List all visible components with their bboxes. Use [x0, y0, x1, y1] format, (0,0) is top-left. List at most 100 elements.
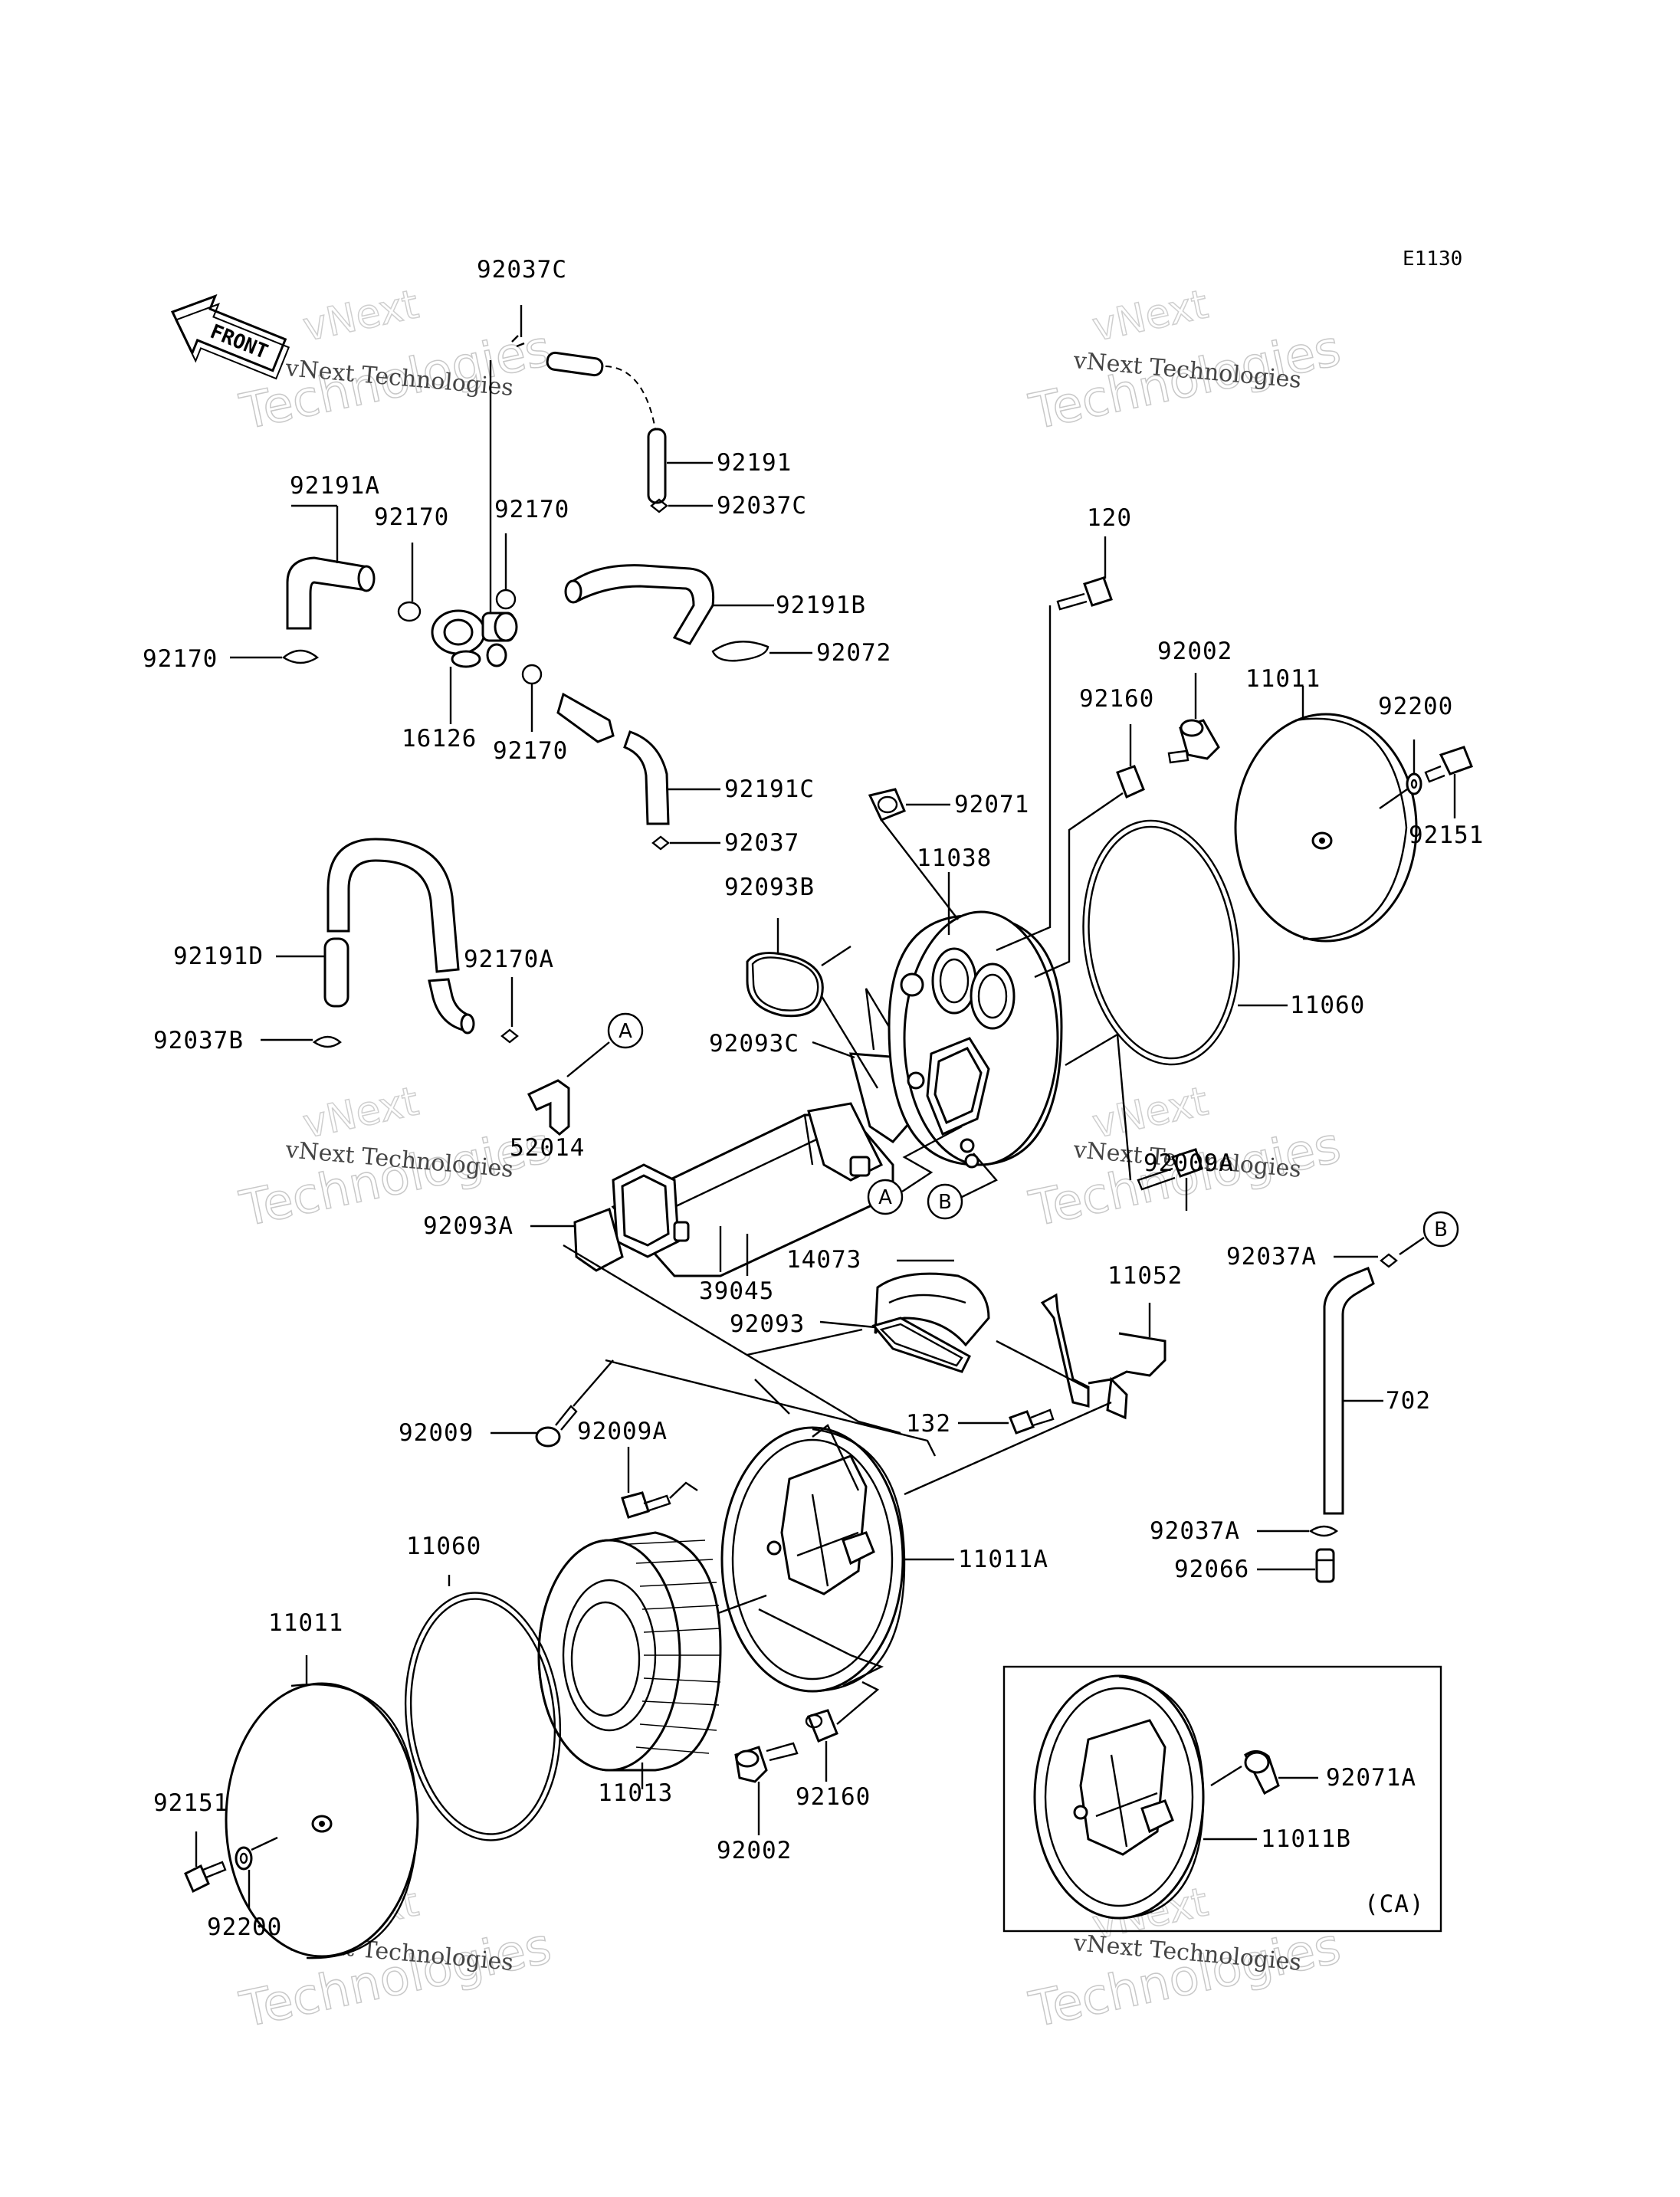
label-92170-b: 92170 [493, 737, 568, 765]
bolt-92009 [491, 1359, 614, 1448]
collar-92160-top [1034, 724, 1145, 979]
clamp-92170-r-icon [495, 589, 517, 610]
clamp-92037-icon [651, 835, 670, 851]
label-92191C: 92191C [724, 776, 815, 803]
label-92037B: 92037B [153, 1027, 244, 1054]
clamp-92170-ll-icon [281, 649, 320, 664]
clamp-92170-l-icon [397, 601, 422, 622]
hose-92191b [564, 564, 774, 645]
ref-marker-b-lower: B [927, 1138, 998, 1220]
svg-text:vNext: vNext [299, 281, 422, 350]
washer-92200-top [1379, 739, 1422, 809]
label-92160-top: 92160 [1079, 685, 1154, 713]
label-92037A-top: 92037A [1226, 1243, 1317, 1271]
inset-label: (CA) [1364, 1890, 1425, 1918]
ref-marker-b-right: B [1334, 1211, 1459, 1268]
clamp-92037c-top-icon [511, 335, 525, 348]
seal-11060-top [1082, 819, 1288, 1066]
seal-11060-bottom [404, 1575, 562, 1841]
duct-39045 [611, 1102, 894, 1277]
nipple-92066 [1257, 1548, 1335, 1583]
label-92151-top: 92151 [1409, 821, 1484, 849]
label-92093: 92093 [730, 1310, 805, 1338]
bracket-11052 [996, 1293, 1166, 1420]
bolt-92151-bottom [184, 1831, 227, 1894]
clamps-92170 [397, 533, 543, 732]
label-92002-bot: 92002 [717, 1837, 792, 1864]
clamp-92170-b-icon [521, 664, 543, 685]
hose-92191c [556, 692, 720, 851]
cover-11011-bottom [225, 1655, 419, 1959]
gasket-92093 [819, 1317, 971, 1373]
svg-text:B: B [1434, 1218, 1448, 1241]
gasket-92093b [746, 918, 879, 1089]
bolt-92151-top [1424, 746, 1473, 818]
hose-92191a [230, 504, 376, 664]
duct-14073 [874, 1259, 990, 1347]
label-11011A: 11011A [958, 1546, 1048, 1573]
label-132: 132 [906, 1410, 951, 1438]
label-92066: 92066 [1174, 1556, 1249, 1583]
hose-702 [1323, 1267, 1383, 1515]
ref-marker-a-lower: A [867, 1125, 963, 1215]
fitting-52014 [500, 977, 610, 1136]
label-92170A: 92170A [464, 946, 554, 973]
label-92170-r: 92170 [494, 496, 569, 523]
watermark-bottom-right: vNext Technologies vNext Technologies [1024, 1879, 1346, 2040]
bolt-92002-top [1167, 673, 1220, 764]
label-92037C-top: 92037C [477, 256, 567, 284]
backing-plate-11038 [865, 910, 1063, 1169]
label-92200-top: 92200 [1378, 693, 1453, 720]
label-11011B: 11011B [1261, 1825, 1351, 1853]
label-92191D: 92191D [173, 943, 264, 970]
cover-11011-top [1234, 686, 1418, 943]
hose-92191-group [511, 305, 713, 513]
grommet-92071 [868, 788, 959, 920]
filter-11013 [537, 1531, 722, 1789]
bolt-120 [996, 536, 1113, 952]
bolt-132 [958, 1408, 1055, 1435]
label-14073: 14073 [786, 1246, 861, 1274]
clamp-92037a-bot-icon [1257, 1525, 1339, 1537]
label-92071A: 92071A [1326, 1764, 1416, 1792]
bolt-92009a-bottom [621, 1447, 698, 1519]
label-120: 120 [1087, 504, 1132, 532]
label-92200-bot: 92200 [207, 1913, 282, 1941]
washer-92200-bottom [235, 1836, 278, 1908]
hose-92191d [261, 838, 475, 1048]
clamp-92037b-icon [312, 1035, 342, 1048]
clamp-92072-icon [711, 641, 812, 662]
label-92009A: 92009A [577, 1418, 668, 1445]
label-92072: 92072 [816, 639, 891, 667]
label-11011-bot: 11011 [268, 1609, 343, 1637]
label-92037A-bot: 92037A [1150, 1517, 1240, 1545]
label-92093B: 92093B [724, 874, 815, 901]
svg-text:B: B [938, 1191, 952, 1214]
watermark-top-right: vNext Technologies vNext Technologies [1024, 281, 1346, 442]
clamp-92037a-top-icon [1380, 1253, 1398, 1268]
label-92002-top: 92002 [1157, 638, 1232, 665]
label-92009: 92009 [399, 1419, 474, 1447]
label-11013: 11013 [598, 1779, 673, 1807]
gasket-92093a [530, 1208, 624, 1272]
svg-text:Technologies: Technologies [1025, 1918, 1346, 2039]
label-92009A-top: 92009A [1144, 1149, 1234, 1177]
clamp-92037c-mid-icon [650, 498, 668, 513]
label-92093C: 92093C [709, 1030, 799, 1058]
label-92160-bot: 92160 [796, 1783, 871, 1811]
label-11052: 11052 [1107, 1262, 1183, 1290]
label-92093A: 92093A [423, 1212, 514, 1240]
svg-text:A: A [878, 1186, 892, 1209]
label-92037C-mid: 92037C [717, 492, 807, 520]
label-92191: 92191 [717, 449, 792, 477]
label-16126: 16126 [402, 725, 477, 753]
label-11038: 11038 [917, 844, 992, 872]
svg-text:vNext: vNext [1088, 1078, 1212, 1147]
label-702: 702 [1386, 1387, 1431, 1415]
inset-ca-box: (CA) [1002, 1665, 1442, 1933]
ref-marker-a-upper: A [607, 1012, 644, 1049]
hose-92191-upper [546, 351, 604, 377]
svg-text:vNext: vNext [1088, 281, 1212, 350]
front-arrow-icon: FRONT [170, 293, 290, 380]
